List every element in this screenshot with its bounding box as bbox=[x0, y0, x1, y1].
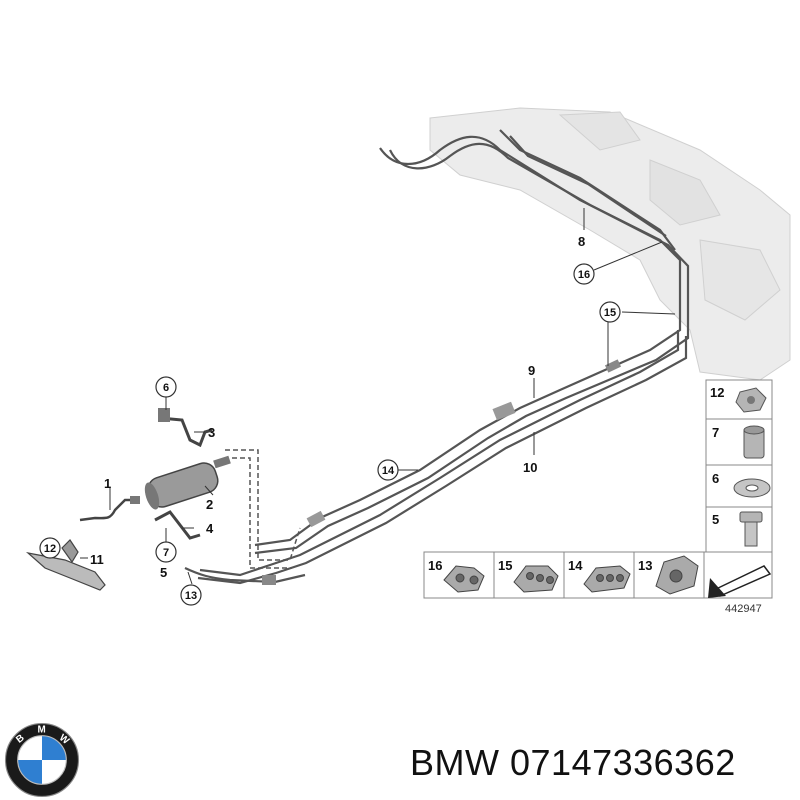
label-8: 8 bbox=[578, 234, 585, 249]
label-1: 1 bbox=[104, 476, 111, 491]
clip-15 bbox=[604, 359, 622, 373]
footer-part-label: BMW 07147336362 bbox=[410, 742, 736, 784]
svg-text:7: 7 bbox=[163, 547, 169, 559]
rivet-nut-icon bbox=[743, 425, 765, 459]
label-5: 5 bbox=[160, 565, 167, 580]
underbody-background bbox=[429, 107, 791, 381]
connector-14 bbox=[306, 510, 326, 528]
footer-brand: BMW bbox=[410, 742, 500, 783]
label-11: 11 bbox=[90, 552, 104, 567]
callout-12: 12 bbox=[39, 537, 61, 559]
label-9: 9 bbox=[528, 363, 535, 378]
callout-6: 6 bbox=[155, 376, 177, 398]
diagram-number: 442947 bbox=[725, 603, 762, 615]
label-2: 2 bbox=[206, 497, 213, 512]
bmw-logo: B M W bbox=[4, 722, 80, 798]
callout-14: 14 bbox=[377, 459, 399, 481]
bracket-11 bbox=[25, 539, 106, 591]
fuel-filter bbox=[144, 455, 231, 510]
legend-side-5: 5 bbox=[712, 512, 719, 527]
leader-lines bbox=[80, 208, 676, 585]
footer-part-number: 07147336362 bbox=[510, 742, 736, 783]
direction-arrow-icon bbox=[708, 565, 772, 598]
svg-text:13: 13 bbox=[185, 590, 197, 602]
washer-icon bbox=[733, 478, 771, 498]
legend-side-12: 12 bbox=[710, 385, 724, 400]
legend-side-7: 7 bbox=[712, 425, 719, 440]
clip-9-10 bbox=[492, 401, 516, 421]
label-10: 10 bbox=[523, 460, 537, 475]
line-1 bbox=[79, 498, 138, 522]
legend-bottom-14: 14 bbox=[568, 558, 583, 573]
bolt-icon bbox=[739, 511, 763, 547]
bracket-4 bbox=[154, 510, 201, 540]
label-3: 3 bbox=[208, 425, 215, 440]
clip-13-icon bbox=[655, 555, 699, 595]
logo-letter-m: M bbox=[37, 725, 45, 736]
callout-16: 16 bbox=[573, 263, 595, 285]
svg-text:16: 16 bbox=[578, 269, 590, 281]
label-4: 4 bbox=[206, 521, 214, 536]
callout-15: 15 bbox=[599, 301, 621, 323]
clip-14-icon bbox=[583, 565, 631, 593]
svg-text:15: 15 bbox=[604, 307, 616, 319]
callout-7: 7 bbox=[155, 541, 177, 563]
nut-icon bbox=[735, 387, 767, 413]
callout-13: 13 bbox=[180, 584, 202, 606]
bracket-6 bbox=[158, 408, 170, 422]
line-13 bbox=[184, 567, 306, 584]
legend-bottom-16: 16 bbox=[428, 558, 442, 573]
clip-15-icon bbox=[513, 565, 559, 593]
dashed-connection bbox=[225, 449, 301, 561]
legend-side-6: 6 bbox=[712, 471, 719, 486]
clip-16-icon bbox=[443, 565, 485, 593]
clip-13 bbox=[262, 575, 276, 585]
legend-bottom-13: 13 bbox=[638, 558, 652, 573]
fuel-line-return bbox=[197, 330, 688, 585]
svg-text:12: 12 bbox=[44, 543, 56, 555]
legend-bottom-15: 15 bbox=[498, 558, 512, 573]
bottom-legend bbox=[423, 551, 773, 599]
svg-text:14: 14 bbox=[382, 465, 395, 477]
bracket-3 bbox=[159, 416, 213, 448]
svg-text:6: 6 bbox=[163, 382, 169, 394]
